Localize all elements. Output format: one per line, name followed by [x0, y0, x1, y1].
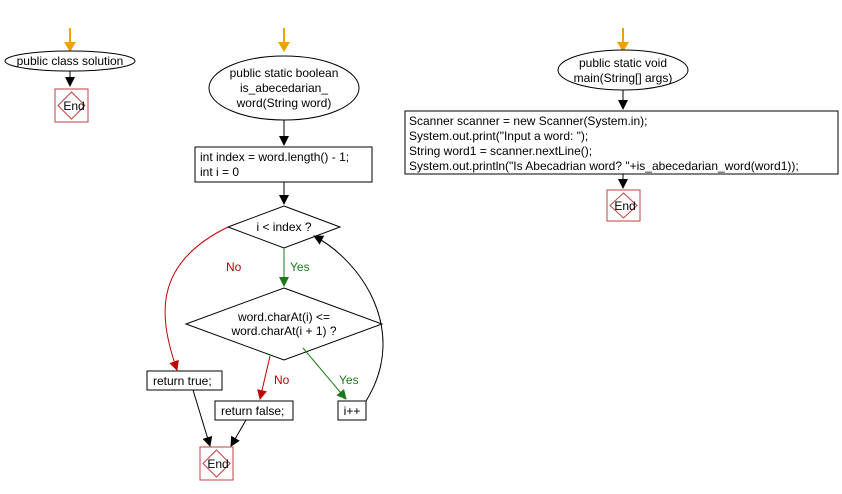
compare-no-label: No [274, 373, 290, 387]
main-start-line1: public static void [579, 56, 667, 70]
compare-line1: word.charAt(i) <= [237, 310, 330, 324]
edge-compare-yes [302, 347, 347, 400]
return-true-label: return true; [153, 374, 212, 388]
increment-box [337, 400, 367, 421]
increment-label: i++ [344, 404, 361, 418]
code-line: System.out.print("Input a word: "); [409, 129, 588, 143]
return-true-box [146, 370, 223, 391]
init-line1: int index = word.length() - 1; [200, 150, 349, 164]
edge-false-to-end [230, 419, 247, 447]
init-line2: int i = 0 [200, 165, 239, 179]
main-start-line2: main(String[] args) [574, 71, 673, 85]
main-code-box [404, 110, 839, 175]
end-node: End [606, 189, 641, 222]
method-start-line1: public static boolean [230, 66, 339, 80]
return-false-label: return false; [221, 404, 284, 418]
end-node: End [199, 446, 234, 481]
edge-loop-back [313, 235, 384, 402]
return-false-box [214, 400, 294, 421]
flow3: public static void main(String[] args) S… [404, 28, 839, 222]
method-start-line3: word(String word) [236, 96, 332, 110]
end-node: End [54, 88, 89, 123]
start-arrow-icon [64, 28, 76, 52]
code-line: String word1 = scanner.nextLine(); [409, 144, 592, 158]
class-start-label: public class solution [17, 54, 124, 68]
code-line: Scanner scanner = new Scanner(System.in)… [409, 114, 647, 128]
compare-yes-label: Yes [339, 373, 359, 387]
edge-loop-no [164, 226, 229, 371]
loop-yes-label: Yes [290, 260, 310, 274]
start-arrow-icon [617, 28, 629, 52]
end-label: End [207, 457, 228, 471]
edge-true-to-end [192, 389, 213, 447]
flow2: public static boolean is_abecedarian_ wo… [146, 28, 384, 481]
loop-no-label: No [226, 260, 242, 274]
start-arrow-icon [278, 28, 290, 52]
end-label: End [614, 199, 635, 213]
code-line: System.out.println("Is Abecadrian word? … [409, 159, 799, 173]
flow1: public class solution End [4, 28, 136, 123]
method-start-line2: is_abecedarian_ [240, 81, 328, 95]
end-label: End [63, 99, 84, 113]
compare-decision [184, 287, 384, 361]
compare-line2: word.charAt(i + 1) ? [230, 324, 336, 338]
init-process-box [194, 146, 373, 183]
edge-compare-no [257, 355, 271, 400]
loop-decision-label: i < index ? [256, 220, 311, 234]
